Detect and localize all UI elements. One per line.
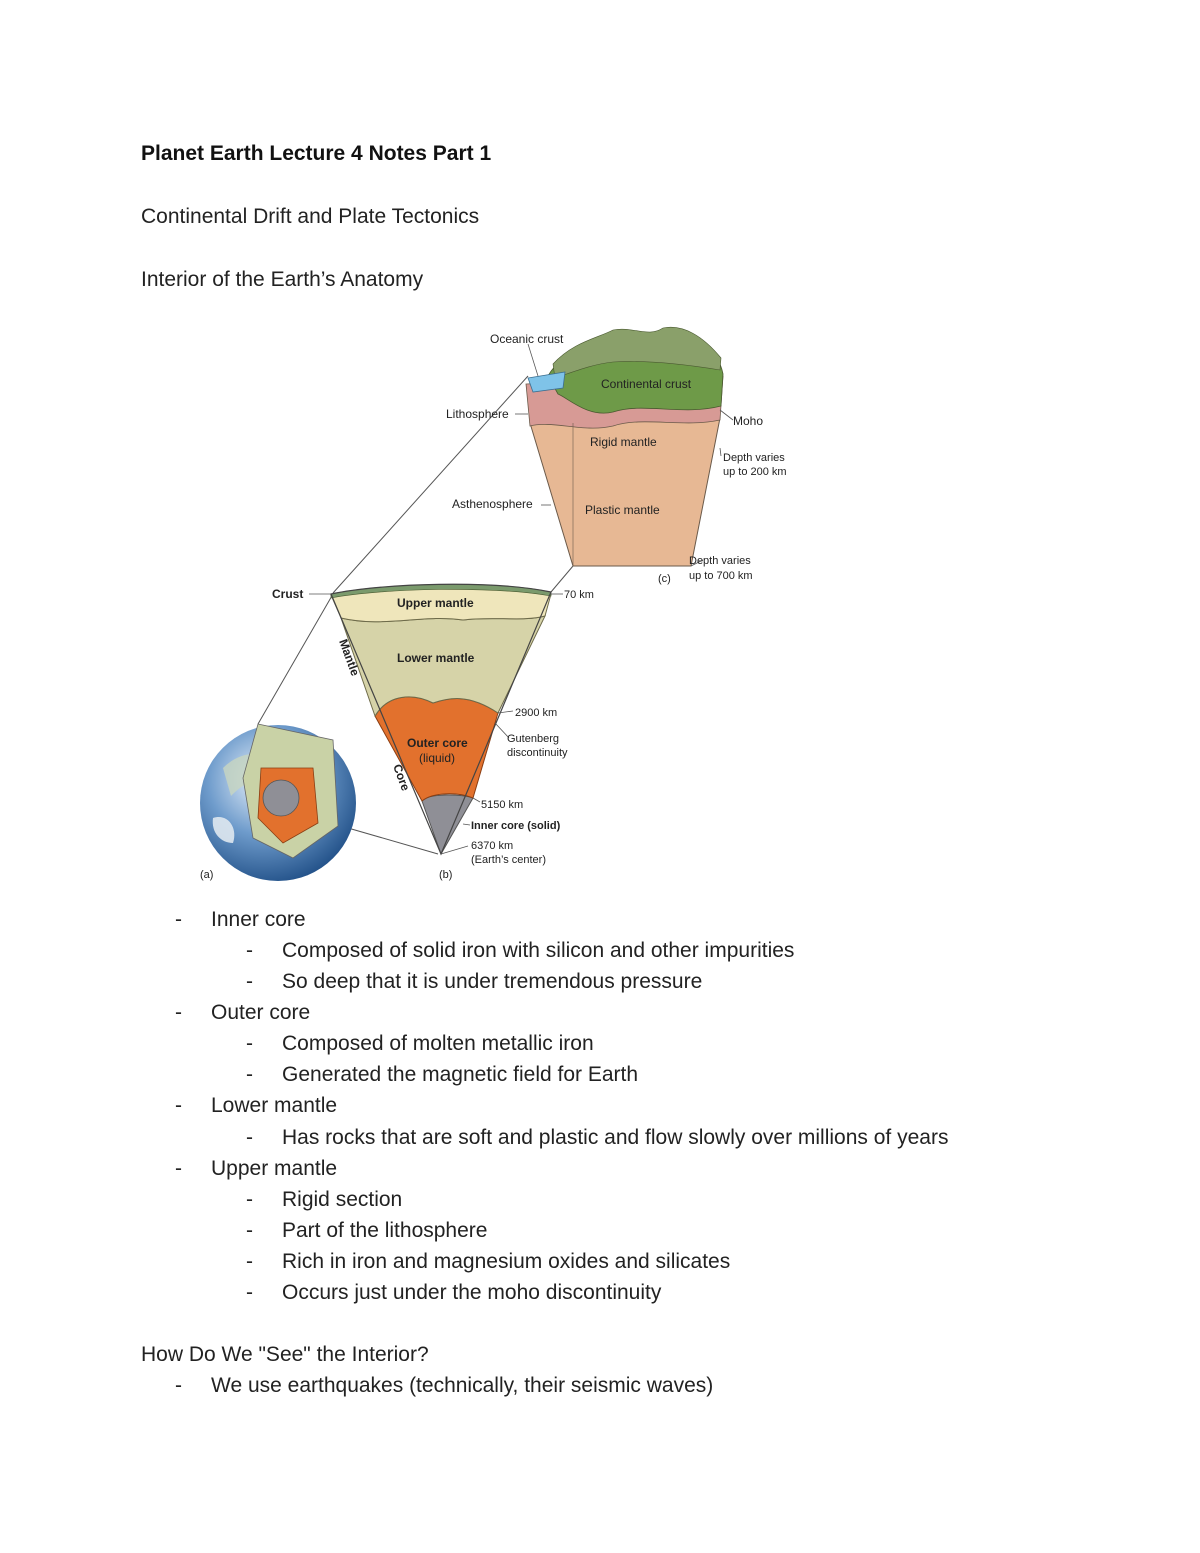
document-subtitle: Continental Drift and Plate Tectonics	[141, 205, 480, 228]
list-item: Rich in iron and magnesium oxides and si…	[282, 1250, 731, 1273]
label-upper-mantle: Upper mantle	[397, 596, 474, 610]
list-item: Rigid section	[282, 1188, 403, 1211]
wedge-outline	[330, 583, 552, 856]
label-oceanic-crust: Oceanic crust	[490, 332, 564, 346]
label-2900km: 2900 km	[515, 707, 557, 719]
section-heading-see-interior: How Do We "See" the Interior?	[141, 1343, 429, 1366]
list-item: Outer core	[211, 1001, 311, 1024]
list-item: So deep that it is under tremendous pres…	[282, 970, 703, 993]
label-lithosphere: Lithosphere	[446, 407, 509, 421]
label-gutenberg-line1: Gutenberg	[507, 733, 559, 745]
label-depth-700-line2: up to 700 km	[689, 570, 753, 582]
list-dash: -	[175, 1094, 182, 1117]
list-dash: -	[246, 1250, 253, 1273]
list-dash: -	[246, 939, 253, 962]
label-5150km: 5150 km	[481, 799, 523, 811]
list-dash: -	[246, 1281, 253, 1304]
label-lower-mantle: Lower mantle	[397, 651, 475, 665]
list-item: Composed of molten metallic iron	[282, 1032, 594, 1055]
list-dash: -	[246, 1219, 253, 1242]
mountain-relief	[552, 326, 722, 379]
list-item: Occurs just under the moho discontinuity	[282, 1281, 662, 1304]
list-dash: -	[246, 1063, 253, 1086]
list-dash: -	[246, 1126, 253, 1149]
list-dash: -	[175, 1157, 182, 1180]
label-depth-200-line1: Depth varies	[723, 452, 785, 464]
list-item: Generated the magnetic field for Earth	[282, 1063, 639, 1086]
panel-b-wedge	[330, 583, 552, 856]
list-item: Inner core	[211, 908, 306, 931]
list-item: Lower mantle	[211, 1094, 338, 1117]
earth-interior-figure: Oceanic crust Continental crust Lithosph…	[143, 298, 808, 898]
panel-a-globe	[200, 723, 356, 881]
label-panel-c: (c)	[658, 573, 671, 585]
label-outer-core-liquid: (liquid)	[419, 751, 455, 765]
document-title: Planet Earth Lecture 4 Notes Part 1	[141, 142, 492, 165]
list-dash: -	[175, 1374, 182, 1397]
label-70km: 70 km	[564, 589, 594, 601]
label-6370km: 6370 km	[471, 840, 513, 852]
label-panel-b: (b)	[439, 869, 452, 881]
label-inner-core: Inner core (solid)	[471, 820, 561, 832]
list-dash: -	[246, 1032, 253, 1055]
list-dash: -	[175, 908, 182, 931]
label-outer-core: Outer core	[407, 736, 468, 750]
label-rigid-mantle: Rigid mantle	[590, 435, 657, 449]
list-item: Upper mantle	[211, 1157, 338, 1180]
label-panel-a: (a)	[200, 869, 213, 881]
label-moho: Moho	[733, 414, 763, 428]
label-gutenberg-line2: discontinuity	[507, 747, 568, 759]
label-depth-200-line2: up to 200 km	[723, 466, 787, 478]
list-item: Has rocks that are soft and plastic and …	[282, 1126, 949, 1149]
label-earth-center: (Earth’s center)	[471, 854, 546, 866]
label-continental-crust: Continental crust	[601, 377, 692, 391]
list-item: Composed of solid iron with silicon and …	[282, 939, 795, 962]
list-dash: -	[246, 970, 253, 993]
label-asthenosphere: Asthenosphere	[452, 497, 533, 511]
label-depth-700-line1: Depth varies	[689, 555, 751, 567]
label-crust: Crust	[272, 587, 303, 601]
list-item: Part of the lithosphere	[282, 1219, 488, 1242]
earth-interior-diagram: Oceanic crust Continental crust Lithosph…	[200, 326, 787, 881]
label-plastic-mantle: Plastic mantle	[585, 503, 660, 517]
list-dash: -	[246, 1188, 253, 1211]
panel-c-block	[525, 326, 724, 567]
list-item: We use earthquakes (technically, their s…	[211, 1374, 714, 1397]
oceanic-crust-layer	[527, 371, 566, 393]
section-heading-anatomy: Interior of the Earth’s Anatomy	[141, 268, 424, 291]
list-dash: -	[175, 1001, 182, 1024]
